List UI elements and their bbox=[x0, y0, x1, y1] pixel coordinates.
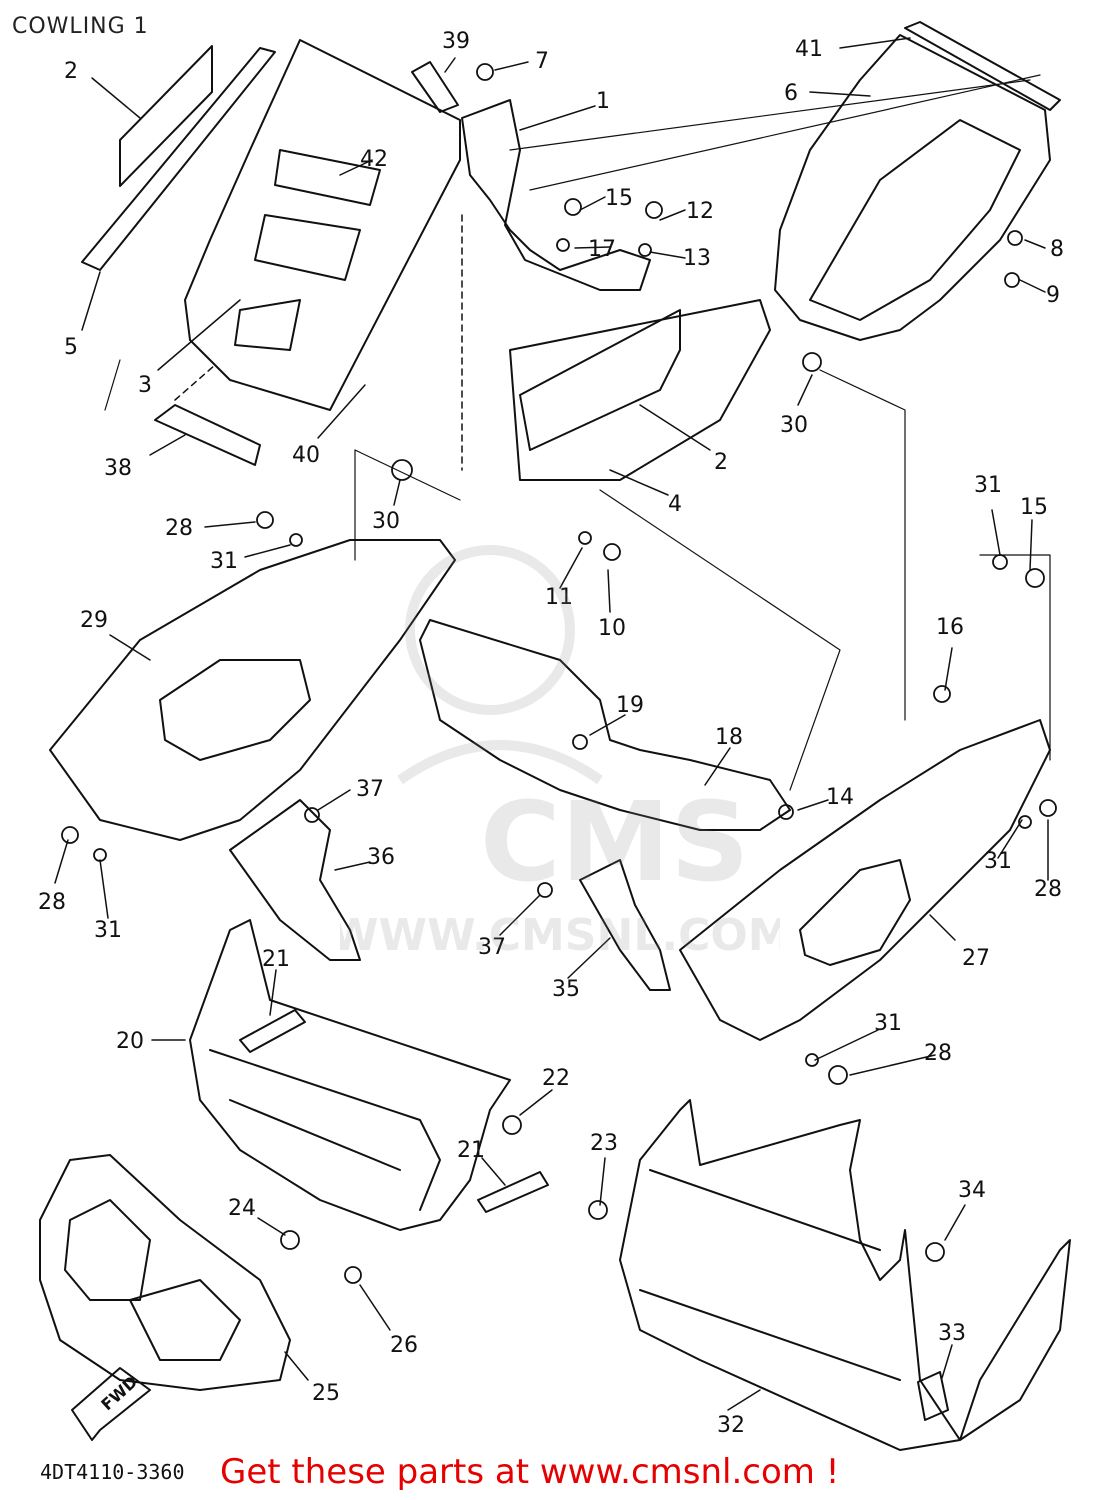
stay-part-20 bbox=[189, 919, 511, 1231]
rubber-part-38 bbox=[154, 404, 261, 466]
rubber-part-39 bbox=[411, 61, 459, 113]
part-label-6: 6 bbox=[784, 81, 798, 106]
part-label-7: 7 bbox=[535, 49, 549, 74]
part-label-33: 33 bbox=[938, 1321, 966, 1346]
cms-watermark-logo: CMS WWW.CMSNL.COM bbox=[340, 545, 780, 961]
diagram-title: COWLING 1 bbox=[12, 14, 149, 39]
drawing-reference: 4DT4110-3360 bbox=[40, 1460, 185, 1484]
fwd-arrow-icon bbox=[71, 1367, 151, 1441]
part-label-28-c: 28 bbox=[1034, 877, 1062, 902]
frame-part-32 bbox=[619, 1099, 1071, 1451]
part-label-29: 29 bbox=[80, 608, 108, 633]
part-label-39: 39 bbox=[442, 29, 470, 54]
part-label-4: 4 bbox=[668, 492, 682, 517]
bar-part-21b bbox=[477, 1171, 549, 1213]
decal-part-2 bbox=[119, 45, 213, 187]
panel-part-35 bbox=[579, 859, 671, 991]
under-panel-part-18 bbox=[419, 619, 791, 831]
part-label-21-b: 21 bbox=[457, 1138, 485, 1163]
headlight-cover-part-25 bbox=[39, 1154, 291, 1391]
part-label-25: 25 bbox=[312, 1381, 340, 1406]
part-label-38: 38 bbox=[104, 456, 132, 481]
part-label-5: 5 bbox=[64, 335, 78, 360]
tdm-decal-part-2 bbox=[519, 309, 681, 451]
bracket-part-33 bbox=[917, 1371, 949, 1421]
part-label-40: 40 bbox=[292, 443, 320, 468]
inner-panel-part-4 bbox=[509, 299, 771, 481]
part-label-24: 24 bbox=[228, 1196, 256, 1221]
side-cowling-part-29 bbox=[49, 539, 456, 841]
part-label-37-b: 37 bbox=[478, 935, 506, 960]
upper-cowling-part-3 bbox=[184, 39, 461, 411]
part-label-31-e: 31 bbox=[874, 1011, 902, 1036]
part-label-31: 31 bbox=[210, 549, 238, 574]
part-label-28: 28 bbox=[165, 516, 193, 541]
bracket-part-1 bbox=[461, 99, 651, 291]
part-label-18: 18 bbox=[715, 725, 743, 750]
part-label-12: 12 bbox=[686, 199, 714, 224]
part-label-9: 9 bbox=[1046, 283, 1060, 308]
part-label-15-b: 15 bbox=[1020, 495, 1048, 520]
panel-part-36 bbox=[229, 799, 361, 961]
part-label-23: 23 bbox=[590, 1131, 618, 1156]
part-label-34: 34 bbox=[958, 1178, 986, 1203]
part-label-30-b: 30 bbox=[372, 509, 400, 534]
part-label-13: 13 bbox=[683, 246, 711, 271]
part-label-2-tdm: 2 bbox=[714, 450, 728, 475]
part-label-26: 26 bbox=[390, 1333, 418, 1358]
part-label-37: 37 bbox=[356, 777, 384, 802]
footer-promo-link[interactable]: Get these parts at www.cmsnl.com ! bbox=[220, 1452, 840, 1492]
part-label-32: 32 bbox=[717, 1413, 745, 1438]
watermark-url: WWW.CMSNL.COM bbox=[340, 910, 780, 961]
part-label-31-d: 31 bbox=[984, 849, 1012, 874]
part-label-8: 8 bbox=[1050, 237, 1064, 262]
part-label-31-c: 31 bbox=[94, 918, 122, 943]
part-label-28-d: 28 bbox=[924, 1041, 952, 1066]
part-label-14: 14 bbox=[826, 785, 854, 810]
part-label-16: 16 bbox=[936, 615, 964, 640]
part-label-20: 20 bbox=[116, 1029, 144, 1054]
part-label-35: 35 bbox=[552, 977, 580, 1002]
part-label-11: 11 bbox=[545, 585, 573, 610]
part-label-27: 27 bbox=[962, 946, 990, 971]
part-label-28-b: 28 bbox=[38, 890, 66, 915]
strip-part-5 bbox=[81, 47, 276, 271]
part-label-36: 36 bbox=[367, 845, 395, 870]
part-label-2: 2 bbox=[64, 59, 78, 84]
windscreen-part-6 bbox=[774, 34, 1051, 341]
part-label-17: 17 bbox=[588, 237, 616, 262]
part-label-3: 3 bbox=[138, 373, 152, 398]
bar-part-21a bbox=[239, 1009, 306, 1053]
part-label-31-b: 31 bbox=[974, 473, 1002, 498]
part-label-15: 15 bbox=[605, 186, 633, 211]
part-label-1: 1 bbox=[596, 89, 610, 114]
part-label-41: 41 bbox=[795, 37, 823, 62]
part-label-42: 42 bbox=[360, 147, 388, 172]
svg-text:CMS: CMS bbox=[480, 778, 749, 906]
part-label-19: 19 bbox=[616, 693, 644, 718]
part-label-21: 21 bbox=[262, 947, 290, 972]
part-label-10: 10 bbox=[598, 616, 626, 641]
part-label-30: 30 bbox=[780, 413, 808, 438]
trim-part-41 bbox=[904, 21, 1061, 111]
part-label-22: 22 bbox=[542, 1066, 570, 1091]
side-cowling-part-27 bbox=[679, 719, 1051, 1041]
